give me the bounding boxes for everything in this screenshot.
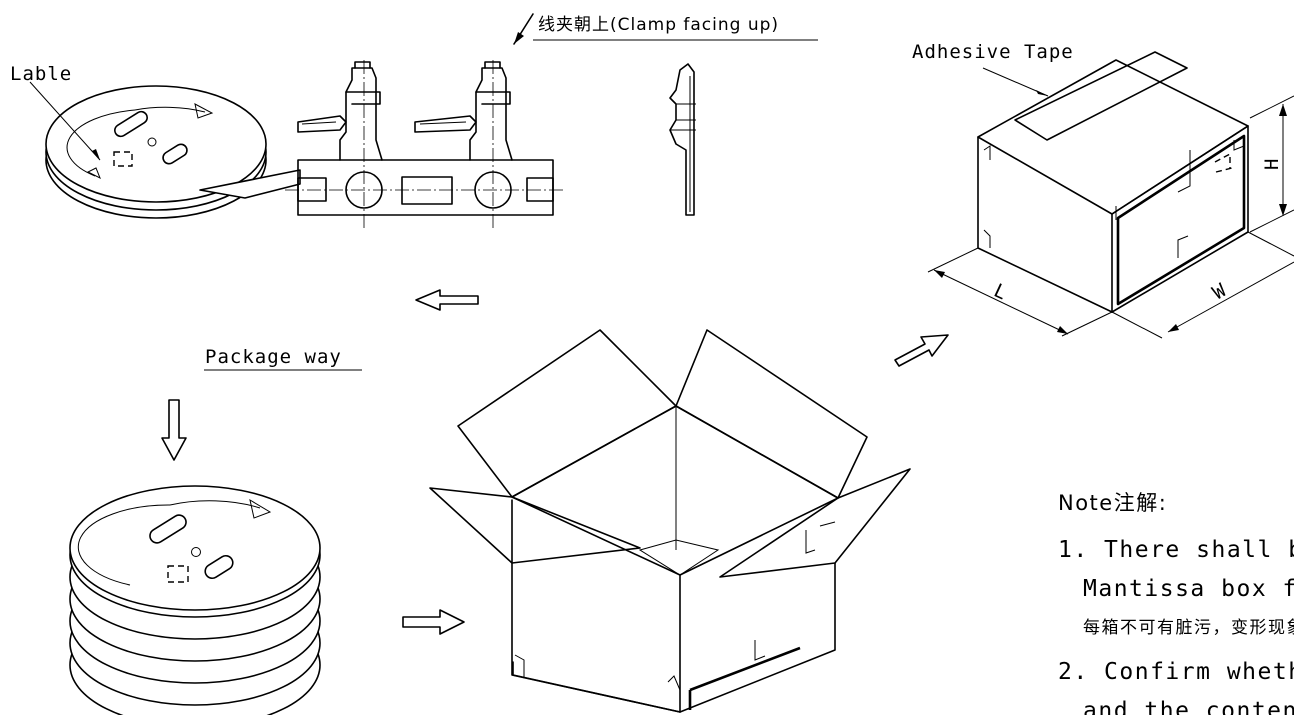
note-line-3: 每箱不可有脏污，变形现象	[1083, 618, 1294, 638]
dimension-w	[1111, 231, 1294, 339]
dim-w-label: W	[1209, 279, 1231, 304]
dim-l-label: L	[990, 280, 1011, 305]
note-line-4: 2. Confirm whethe	[1058, 659, 1294, 685]
hollow-arrow-icon	[415, 289, 479, 311]
dimension-l	[927, 247, 1113, 337]
hollow-arrow-icon	[402, 609, 465, 635]
dim-h-label: H	[1261, 158, 1283, 170]
reel-stack-icon	[69, 485, 321, 720]
lable-leader	[29, 81, 101, 161]
terminal-strip-icon	[285, 60, 565, 230]
notes-heading: Note注解:	[1058, 491, 1167, 515]
hollow-arrow-icon	[894, 334, 949, 367]
clamp-leader	[513, 13, 818, 45]
lable-label: Lable	[10, 63, 72, 85]
open-carton-icon	[429, 329, 911, 713]
sealed-carton-icon	[977, 51, 1249, 313]
notes-block: Note注解: 1. There shall be n Mantissa box…	[1058, 491, 1294, 720]
adhesive-tape-label: Adhesive Tape	[912, 41, 1074, 63]
package-way-label: Package way	[205, 346, 342, 368]
hollow-arrow-icon	[161, 399, 187, 461]
tape-reel-icon	[45, 85, 301, 219]
terminal-side-view-icon	[669, 63, 696, 216]
dimension-h	[1249, 95, 1294, 233]
clamp-label: 线夹朝上(Clamp facing up)	[538, 15, 779, 35]
note-line-5: and the content	[1083, 698, 1294, 715]
note-line-1: 1. There shall be n	[1058, 537, 1294, 563]
note-line-2: Mantissa box fil	[1083, 576, 1294, 602]
